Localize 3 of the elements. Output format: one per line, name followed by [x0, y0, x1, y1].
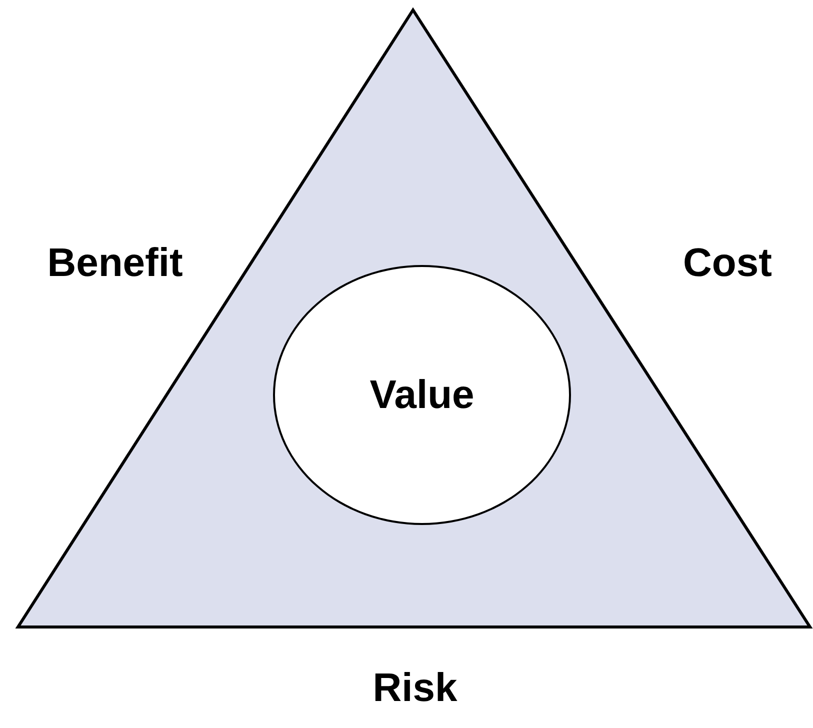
- side-label: Risk: [372, 668, 458, 708]
- side-label: Benefit: [46, 243, 184, 283]
- side-label: Cost: [682, 243, 773, 283]
